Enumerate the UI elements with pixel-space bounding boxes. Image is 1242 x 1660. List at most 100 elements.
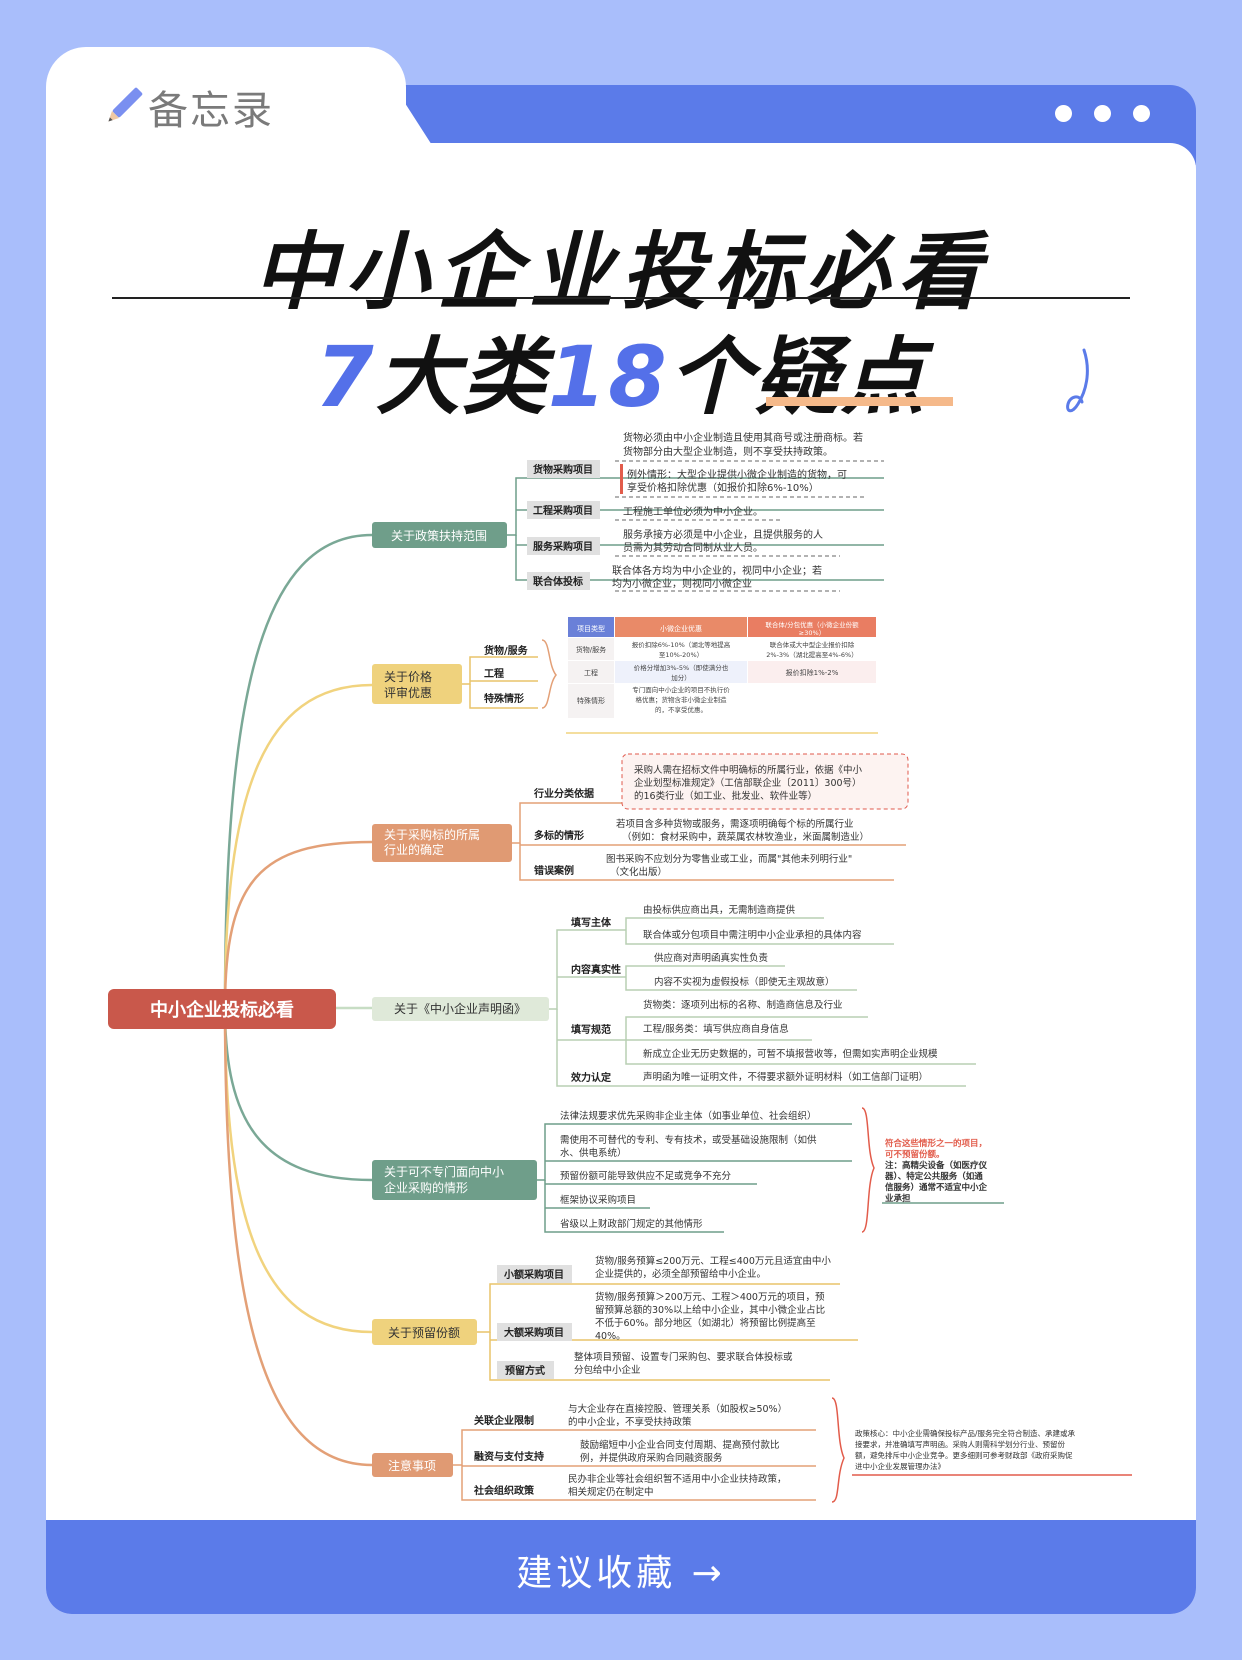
svg-text:不低于60%。部分地区（如湖北）将预留比例提高至: 不低于60%。部分地区（如湖北）将预留比例提高至 [595, 1317, 816, 1329]
svg-text:服务承接方必须是中小企业，且提供服务的人: 服务承接方必须是中小企业，且提供服务的人 [623, 528, 823, 541]
svg-text:错误案例: 错误案例 [534, 864, 574, 877]
svg-text:新成立企业无历史数据的，可暂不填报营收等，但需如实声明企业规: 新成立企业无历史数据的，可暂不填报营收等，但需如实声明企业规模 [643, 1048, 938, 1060]
svg-text:额，避免排斥中小企业竞争。更多细则可参考财政部《政府采购促: 额，避免排斥中小企业竞争。更多细则可参考财政部《政府采购促 [855, 1450, 1073, 1460]
title-highlight [766, 397, 953, 406]
svg-text:的中小企业，不享受扶持政策: 的中小企业，不享受扶持政策 [568, 1416, 692, 1428]
svg-text:与大企业存在直接控股、管理关系（如股权≥50%）: 与大企业存在直接控股、管理关系（如股权≥50%） [568, 1403, 787, 1415]
branch-policy-scope [372, 522, 507, 548]
svg-text:内容不实视为虚假投标（即使无主观故意）: 内容不实视为虚假投标（即使无主观故意） [654, 976, 835, 988]
svg-text:预留方式: 预留方式 [505, 1364, 545, 1377]
svg-text:小微企业优惠: 小微企业优惠 [660, 624, 702, 633]
memo-label: 备忘录 [148, 88, 274, 134]
svg-text:评审优惠: 评审优惠 [384, 685, 432, 700]
root-label: 中小企业投标必看 [150, 999, 294, 1021]
branch-notes [372, 1453, 453, 1477]
svg-text:报价扣除6%-10%（湖北等地提高: 报价扣除6%-10%（湖北等地提高 [632, 640, 731, 649]
svg-text:关于预留份额: 关于预留份额 [388, 1326, 460, 1340]
pencil-icon [108, 87, 143, 122]
branch-industry [372, 824, 512, 862]
svg-text:专门面向中小企业的项目不执行价: 专门面向中小企业的项目不执行价 [632, 685, 730, 694]
svg-text:加分）: 加分） [671, 673, 691, 682]
svg-text:填写规范: 填写规范 [571, 1023, 611, 1036]
svg-text:行业的确定: 行业的确定 [384, 842, 444, 857]
svg-text:特殊情形: 特殊情形 [484, 692, 524, 705]
svg-text:格优惠；货物含非小微企业制造: 格优惠；货物含非小微企业制造 [636, 695, 728, 704]
svg-text:预留份额可能导致供应不足或竞争不充分: 预留份额可能导致供应不足或竞争不充分 [560, 1170, 732, 1182]
svg-text:图书采购不应划分为零售业或工业，而属"其他未列明行业": 图书采购不应划分为零售业或工业，而属"其他未列明行业" [606, 853, 852, 865]
svg-text:分包给中小企业: 分包给中小企业 [574, 1364, 641, 1376]
svg-text:政策核心：中小企业需确保投标产品/服务完全符合制造、承建或承: 政策核心：中小企业需确保投标产品/服务完全符合制造、承建或承 [855, 1428, 1076, 1438]
svg-text:行业分类依据: 行业分类依据 [533, 787, 594, 800]
svg-text:留预算总额的30%以上给中小企业，其中小微企业占比: 留预算总额的30%以上给中小企业，其中小微企业占比 [595, 1304, 825, 1316]
title-divider [112, 297, 1130, 299]
svg-text:符合这些情形之一的项目，: 符合这些情形之一的项目， [884, 1138, 987, 1149]
svg-text:货物/服务预算≤200万元、工程≤400万元且适宜由中小: 货物/服务预算≤200万元、工程≤400万元且适宜由中小 [595, 1255, 831, 1267]
branch-exceptions [372, 1160, 537, 1200]
dot-icon [1055, 105, 1072, 122]
svg-text:民办非企业等社会组织暂不适用中小企业扶持政策，: 民办非企业等社会组织暂不适用中小企业扶持政策， [568, 1473, 787, 1485]
svg-text:企业提供的，必须全部预留给中小企业。: 企业提供的，必须全部预留给中小企业。 [595, 1268, 766, 1280]
save-suggestion-button[interactable]: 建议收藏 → [516, 1553, 726, 1594]
title-line2: 7大类18个疑点 [315, 328, 927, 426]
svg-text:融资与支付支持: 融资与支付支持 [474, 1450, 544, 1463]
svg-text:社会组织政策: 社会组织政策 [473, 1484, 535, 1497]
svg-text:工程/服务类：填写供应商自身信息: 工程/服务类：填写供应商自身信息 [643, 1023, 789, 1035]
svg-text:联合体投标: 联合体投标 [533, 575, 583, 588]
svg-text:（例如：食材采购中，蔬菜属农林牧渔业，米面属制造业）: （例如：食材采购中，蔬菜属农林牧渔业，米面属制造业） [622, 831, 869, 843]
svg-text:联合体或分包项目中需注明中小企业承担的具体内容: 联合体或分包项目中需注明中小企业承担的具体内容 [643, 929, 862, 941]
svg-text:≥30%）: ≥30%） [799, 629, 825, 637]
svg-text:特殊情形: 特殊情形 [577, 696, 605, 705]
svg-text:例外情形：大型企业提供小微企业制造的货物，可: 例外情形：大型企业提供小微企业制造的货物，可 [627, 468, 847, 481]
footer-bar: 建议收藏 → [46, 1520, 1196, 1614]
svg-text:货物/服务预算＞200万元、工程＞400万元的项目，预: 货物/服务预算＞200万元、工程＞400万元的项目，预 [595, 1291, 825, 1303]
svg-text:40%。: 40%。 [595, 1331, 626, 1342]
svg-text:关于采购标的所属: 关于采购标的所属 [384, 827, 480, 842]
card-body [46, 143, 1196, 1614]
root-node [108, 989, 336, 1029]
squiggle-icon [1066, 348, 1089, 413]
svg-text:大额采购项目: 大额采购项目 [504, 1326, 564, 1339]
svg-text:至10%-20%）: 至10%-20%） [659, 651, 703, 659]
svg-text:服务采购项目: 服务采购项目 [533, 540, 593, 553]
svg-text:企业划型标准规定》（工信部联企业〔2011〕300号）: 企业划型标准规定》（工信部联企业〔2011〕300号） [634, 777, 862, 789]
svg-text:的，不享受优惠。: 的，不享受优惠。 [655, 705, 707, 714]
svg-text:法律法规要求优先采购非企业主体（如事业单位、社会组织）: 法律法规要求优先采购非企业主体（如事业单位、社会组织） [560, 1110, 817, 1122]
dot-icon [1133, 105, 1150, 122]
svg-text:工程: 工程 [484, 667, 504, 680]
svg-text:若项目含多种货物或服务，需逐项明确每个标的所属行业: 若项目含多种货物或服务，需逐项明确每个标的所属行业 [616, 818, 854, 830]
svg-text:员需为其劳动合同制从业人员。: 员需为其劳动合同制从业人员。 [623, 541, 763, 554]
svg-text:货物/服务: 货物/服务 [576, 645, 606, 654]
branch-declaration [372, 997, 549, 1021]
svg-text:多标的情形: 多标的情形 [534, 829, 584, 842]
svg-text:货物部分由大型企业制造，则不享受扶持政策。: 货物部分由大型企业制造，则不享受扶持政策。 [623, 445, 833, 458]
svg-text:整体项目预留、设置专门采购包、要求联合体投标或: 整体项目预留、设置专门采购包、要求联合体投标或 [574, 1351, 793, 1363]
title-line1: 中小企业投标必看 [252, 223, 989, 321]
svg-text:声明函为唯一证明文件，不得要求额外证明材料（如工信部门证明）: 声明函为唯一证明文件，不得要求额外证明材料（如工信部门证明） [643, 1071, 928, 1083]
svg-text:货物采购项目: 货物采购项目 [533, 463, 593, 476]
svg-text:注意事项: 注意事项 [388, 1458, 436, 1473]
svg-text:采购人需在招标文件中明确标的所属行业，依据《中小: 采购人需在招标文件中明确标的所属行业，依据《中小 [634, 764, 863, 776]
svg-text:联合体或大中型企业报价扣除: 联合体或大中型企业报价扣除 [770, 640, 855, 649]
svg-text:例，并提供政府采购合同融资服务: 例，并提供政府采购合同融资服务 [580, 1452, 723, 1464]
svg-text:关于《中小企业声明函》: 关于《中小企业声明函》 [394, 1001, 526, 1016]
window-dots [1055, 105, 1150, 122]
svg-text:水、供电系统）: 水、供电系统） [560, 1147, 627, 1159]
svg-text:关联企业限制: 关联企业限制 [474, 1414, 534, 1427]
svg-text:货物类：逐项列出标的名称、制造商信息及行业: 货物类：逐项列出标的名称、制造商信息及行业 [643, 999, 843, 1011]
svg-text:价格分增加3%-5%（即使满分也: 价格分增加3%-5%（即使满分也 [634, 663, 729, 672]
memo-card [46, 47, 1196, 1614]
svg-text:鼓励缩短中小企业合同支付周期、提高预付款比: 鼓励缩短中小企业合同支付周期、提高预付款比 [580, 1439, 780, 1451]
svg-text:货物/服务: 货物/服务 [484, 644, 529, 657]
svg-text:供应商对声明函真实性负责: 供应商对声明函真实性负责 [654, 952, 768, 964]
svg-text:可不预留份额。: 可不预留份额。 [885, 1149, 945, 1160]
svg-text:企业采购的情形: 企业采购的情形 [384, 1180, 468, 1195]
svg-text:填写主体: 填写主体 [571, 916, 612, 929]
branch-price-review [372, 664, 462, 704]
svg-text:工程施工单位必须为中小企业。: 工程施工单位必须为中小企业。 [623, 505, 763, 518]
svg-text:的16类行业（如工业、批发业、软件业等）: 的16类行业（如工业、批发业、软件业等） [634, 790, 817, 802]
svg-text:信服务）通常不适宜中小企: 信服务）通常不适宜中小企 [885, 1182, 988, 1193]
svg-text:工程: 工程 [584, 668, 598, 677]
svg-text:相关规定仍在制定中: 相关规定仍在制定中 [568, 1486, 654, 1498]
svg-text:2%-3%（湖北提高至4%-6%）: 2%-3%（湖北提高至4%-6%） [766, 650, 857, 659]
